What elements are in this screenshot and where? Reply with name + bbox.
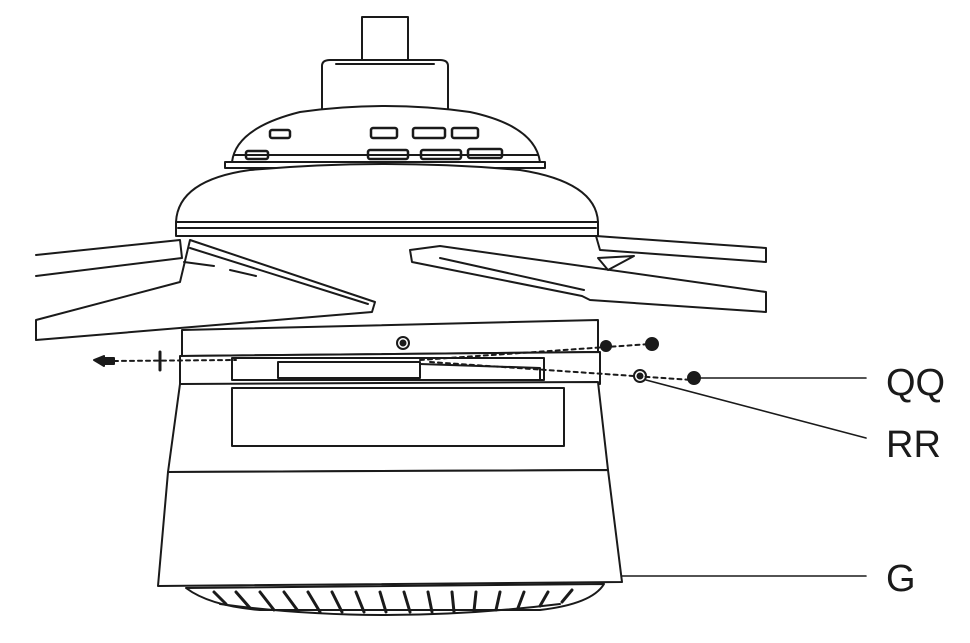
leader-lines [621, 377, 867, 577]
left-screw [93, 350, 237, 372]
leader-rr [645, 379, 867, 439]
callout-label-rr: RR [886, 424, 941, 466]
blade-ring [179, 319, 601, 387]
right-fasteners [419, 337, 701, 385]
light-kit-housing [157, 381, 623, 587]
callout-label-qq: QQ [886, 362, 946, 404]
fan-blades [35, 235, 767, 341]
motor-dome [175, 163, 599, 237]
bottom-grille [185, 583, 605, 616]
canopy-cap [321, 59, 449, 111]
motor-top-cover [224, 105, 546, 169]
vent-slots [244, 126, 504, 161]
callout-label-g: G [886, 558, 916, 600]
